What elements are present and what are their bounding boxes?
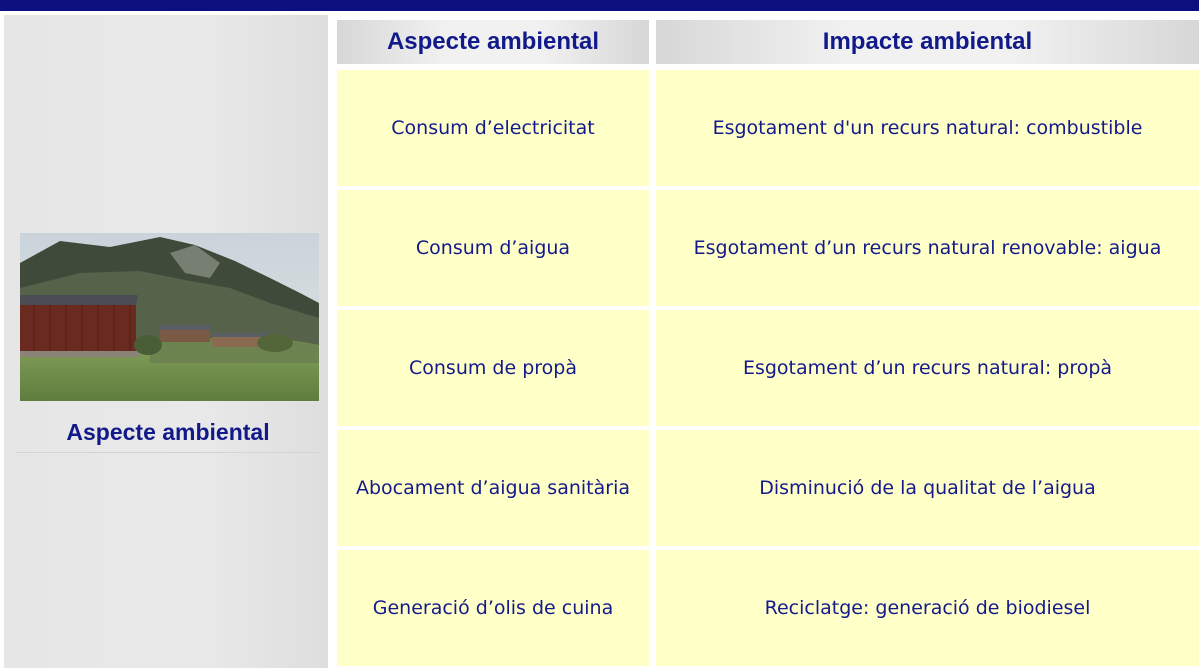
table-row: Consum d’aigua Esgotament d’un recurs na… <box>337 190 1199 306</box>
aspect-cell: Generació d’olis de cuina <box>337 550 649 666</box>
impact-cell: Disminució de la qualitat de l’aigua <box>656 430 1199 546</box>
table-row: Generació d’olis de cuina Reciclatge: ge… <box>337 550 1199 666</box>
impact-cell: Esgotament d'un recurs natural: combusti… <box>656 70 1199 186</box>
column-header-aspect: Aspecte ambiental <box>337 20 649 64</box>
photo-caption: Aspecte ambiental <box>16 412 320 453</box>
top-banner-bar <box>0 0 1199 11</box>
aspect-cell: Consum d’aigua <box>337 190 649 306</box>
aspect-cell: Abocament d’aigua sanitària <box>337 430 649 546</box>
impact-cell: Esgotament d’un recurs natural: propà <box>656 310 1199 426</box>
column-header-impact: Impacte ambiental <box>656 20 1199 64</box>
impact-cell: Reciclatge: generació de biodiesel <box>656 550 1199 666</box>
impact-cell: Esgotament d’un recurs natural renovable… <box>656 190 1199 306</box>
environmental-aspects-table: Aspecte ambiental Impacte ambiental Cons… <box>337 20 1199 668</box>
aspect-cell: Consum de propà <box>337 310 649 426</box>
table-row: Consum de propà Esgotament d’un recurs n… <box>337 310 1199 426</box>
landscape-photo <box>20 233 319 401</box>
aspect-cell: Consum d’electricitat <box>337 70 649 186</box>
table-row: Abocament d’aigua sanitària Disminució d… <box>337 430 1199 546</box>
table-row: Consum d’electricitat Esgotament d'un re… <box>337 70 1199 186</box>
